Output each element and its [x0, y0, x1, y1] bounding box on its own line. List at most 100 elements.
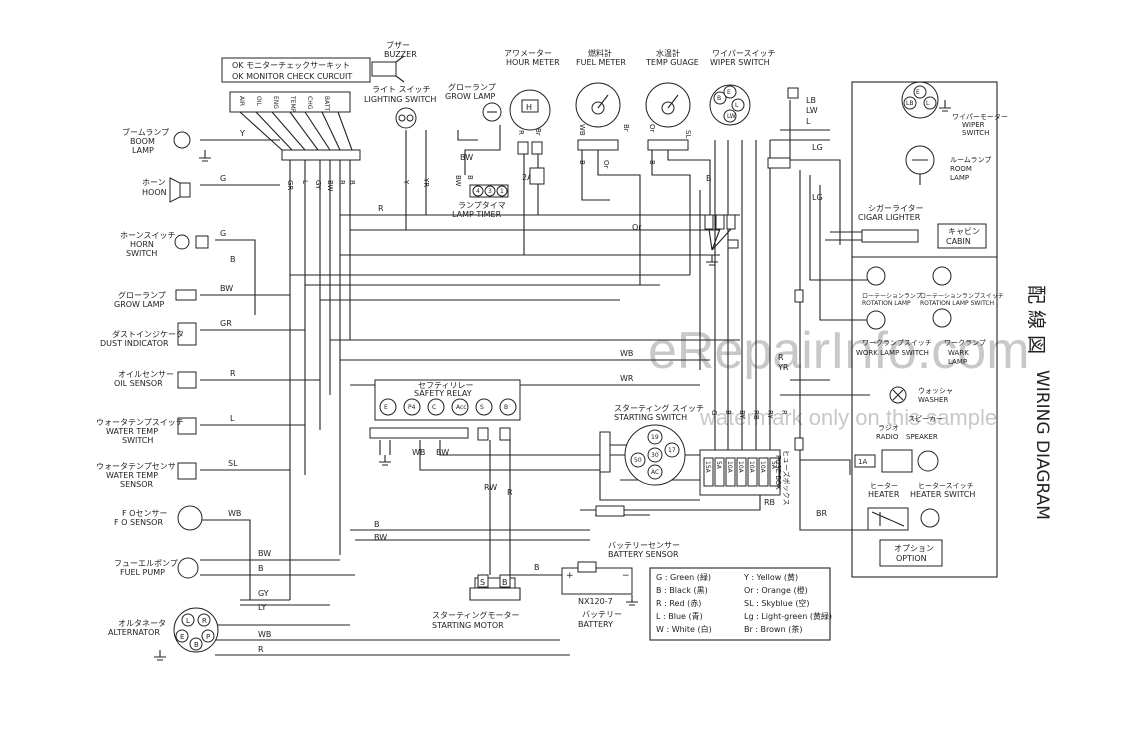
- lamp-timer-pin-label: 1: [500, 188, 504, 195]
- legend-entry: L : Blue (青): [656, 611, 703, 621]
- svg-text:SWITCH: SWITCH: [126, 249, 157, 258]
- fuse-rating: 10A: [737, 461, 744, 474]
- svg-text:SPEAKER: SPEAKER: [906, 433, 938, 441]
- watermark-sub: watermark only on this sample: [699, 405, 997, 430]
- svg-text:ダストインジケータ: ダストインジケータ: [112, 329, 184, 339]
- svg-text:WIPER SWITCH: WIPER SWITCH: [710, 58, 770, 67]
- wiper-motor-pin: [913, 85, 927, 99]
- harness-wire-label: BW: [326, 180, 334, 192]
- wiper-motor-pin: [923, 96, 937, 110]
- svg-text:ウォータテンプスイッチ: ウォータテンプスイッチ: [96, 418, 184, 427]
- svg-text:R: R: [230, 369, 236, 378]
- svg-text:SWITCH: SWITCH: [122, 436, 153, 445]
- starting-switch-pin: [664, 442, 680, 458]
- svg-text:R: R: [778, 353, 784, 362]
- svg-text:STARTING MOTOR: STARTING MOTOR: [432, 621, 504, 630]
- fuse-rating: 10A: [726, 461, 733, 474]
- svg-text:ワークランプスイッチ: ワークランプスイッチ: [862, 339, 932, 347]
- svg-text:LW: LW: [806, 106, 818, 115]
- wiper-switch-pin-label: B: [717, 95, 721, 102]
- safety-relay-pin-label: B: [504, 404, 508, 411]
- color-legend: G : Green (緑)Y : Yellow (黄)B : Black (黒)…: [649, 567, 832, 641]
- wiper-motor-pin-label: E: [916, 89, 920, 96]
- harness-wire-label: GR: [286, 180, 294, 190]
- wiring-harness: [154, 100, 951, 661]
- svg-text:BW: BW: [258, 549, 271, 558]
- legend-entry: W : White (白): [656, 624, 712, 634]
- safety-relay-pin: [475, 398, 493, 416]
- wiper-switch-pin: [723, 85, 737, 99]
- svg-text:YR: YR: [777, 363, 789, 372]
- svg-text:Or: Or: [632, 223, 642, 232]
- svg-text:ローテーションランプ: ローテーションランプ: [862, 293, 922, 300]
- svg-text:CABIN: CABIN: [946, 237, 971, 246]
- svg-text:LB: LB: [806, 96, 816, 105]
- svg-text:SWITCH: SWITCH: [962, 129, 989, 137]
- svg-text:グローランプ: グローランプ: [448, 82, 496, 92]
- alternator-pin-label: P: [206, 633, 210, 641]
- svg-text:BW: BW: [374, 533, 387, 542]
- svg-text:スターティング スイッチ: スターティング スイッチ: [614, 403, 704, 413]
- fuse-rating: 10A: [748, 461, 755, 474]
- svg-text:GROW LAMP: GROW LAMP: [114, 300, 165, 309]
- svg-text:セフティリレー: セフティリレー: [418, 381, 474, 390]
- svg-text:BW: BW: [220, 284, 233, 293]
- monitor-label-en: OK MONITOR CHECK CURCUIT: [232, 72, 352, 81]
- svg-text:GY: GY: [258, 589, 269, 598]
- svg-text:HORN: HORN: [130, 240, 154, 249]
- legend-entry: SL : Skyblue (空): [744, 598, 810, 608]
- starting-switch-pin-label: 50: [634, 457, 642, 464]
- safety-relay-pin-label: E: [384, 404, 388, 411]
- monitor-pin-label: OIL: [255, 96, 262, 106]
- svg-text:B: B: [502, 578, 508, 587]
- svg-text:B: B: [706, 174, 712, 183]
- svg-text:HEATER: HEATER: [868, 490, 900, 499]
- temp-gauge: 水温計 TEMP GUAGE: [645, 48, 699, 151]
- svg-text:ワイパースイッチ: ワイパースイッチ: [712, 49, 775, 58]
- fuse-wire-label: R: [780, 410, 788, 415]
- svg-text:LAMP: LAMP: [950, 174, 969, 182]
- safety-relay-pin: [499, 398, 517, 416]
- wiper-switch-pin-label: LW: [727, 113, 736, 120]
- svg-text:L: L: [806, 117, 811, 126]
- svg-text:H: H: [526, 103, 532, 112]
- svg-text:スターティングモーター: スターティングモーター: [432, 610, 520, 620]
- legend-entry: Y : Yellow (黄): [743, 572, 798, 582]
- svg-text:オルタネータ: オルタネータ: [118, 619, 166, 628]
- svg-text:ヒータースイッチ: ヒータースイッチ: [918, 481, 974, 490]
- starting-switch-pin: [647, 429, 663, 445]
- svg-text:R: R: [507, 488, 513, 497]
- wire-label: B: [648, 160, 656, 165]
- buzzer-label-en: BUZZER: [384, 50, 417, 59]
- svg-text:FUEL METER: FUEL METER: [576, 58, 626, 67]
- safety-relay-pin: [427, 398, 445, 416]
- fuse-wire-label: BY: [738, 410, 746, 419]
- starting-switch-pin: [630, 452, 646, 468]
- svg-text:OPTION: OPTION: [896, 554, 927, 563]
- svg-text:LG: LG: [812, 193, 823, 202]
- svg-text:WB: WB: [620, 349, 633, 358]
- svg-text:WB: WB: [228, 509, 241, 518]
- alternator-pin: [189, 637, 203, 651]
- svg-text:HEATER SWITCH: HEATER SWITCH: [910, 490, 975, 499]
- safety-relay-pin: [379, 398, 397, 416]
- svg-text:ローテーションランプスイッチ: ローテーションランプスイッチ: [920, 293, 1004, 300]
- fuse-rating: 5A: [715, 461, 722, 470]
- fuse: [725, 457, 736, 487]
- lamp-timer-pin-label: 4: [476, 188, 480, 195]
- harness-wire-label: R: [338, 180, 346, 185]
- glow-lamp-top: グローランプ GROW LAMP: [445, 82, 502, 122]
- svg-text:TEMP GUAGE: TEMP GUAGE: [645, 58, 699, 67]
- wire-label: Or: [602, 160, 610, 169]
- svg-text:+: +: [566, 571, 574, 581]
- svg-text:FUSE BOX: FUSE BOX: [774, 455, 782, 490]
- svg-text:STARTING SWITCH: STARTING SWITCH: [614, 413, 687, 422]
- fuse: [736, 457, 747, 487]
- svg-text:OIL SENSOR: OIL SENSOR: [114, 379, 163, 388]
- svg-text:1A: 1A: [858, 458, 867, 466]
- svg-text:B: B: [258, 564, 264, 573]
- svg-text:オプション: オプション: [894, 544, 934, 553]
- svg-text:BW: BW: [460, 153, 473, 162]
